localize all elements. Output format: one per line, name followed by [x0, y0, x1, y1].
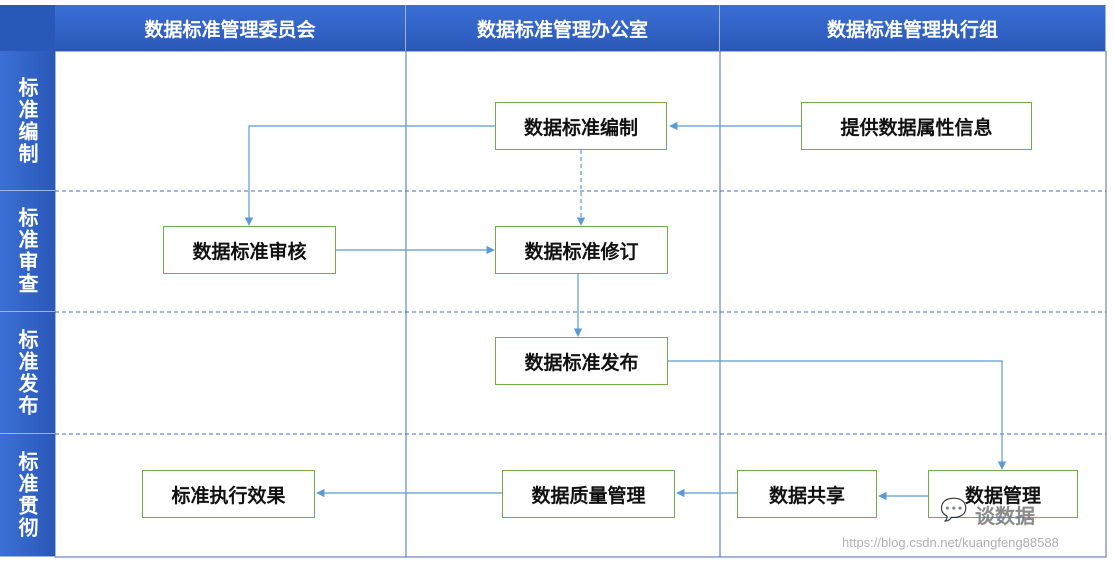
node-standard-publish: 数据标准发布 — [495, 337, 668, 385]
watermark-account: 谈数据 — [975, 504, 1035, 528]
column-header-exec-group: 数据标准管理执行组 — [720, 5, 1106, 51]
column-header-committee: 数据标准管理委员会 — [55, 5, 406, 51]
node-data-sharing: 数据共享 — [737, 470, 877, 518]
column-header-office: 数据标准管理办公室 — [406, 5, 720, 51]
arrow-publish-to-manage — [668, 360, 1007, 470]
arrow-compile-to-review — [244, 125, 495, 226]
node-standard-review: 数据标准审核 — [163, 226, 336, 274]
watermark-url: https://blog.csdn.net/kuangfeng88588 — [842, 535, 1059, 550]
grid-frame — [54, 50, 1107, 558]
header-corner — [0, 5, 55, 51]
row-header-implement: 标准贯彻 — [0, 434, 55, 557]
node-standard-revise: 数据标准修订 — [495, 226, 668, 274]
node-standard-compile: 数据标准编制 — [495, 102, 667, 150]
wechat-icon: 💬 — [940, 498, 968, 523]
node-execution-effect: 标准执行效果 — [142, 470, 315, 518]
row-header-compile: 标准编制 — [0, 51, 55, 191]
node-data-management: 数据管理 — [928, 470, 1078, 518]
node-data-quality-management: 数据质量管理 — [502, 470, 675, 518]
row-header-review: 标准审查 — [0, 191, 55, 312]
row-header-publish: 标准发布 — [0, 312, 55, 434]
node-provide-attribute-info: 提供数据属性信息 — [801, 102, 1032, 150]
